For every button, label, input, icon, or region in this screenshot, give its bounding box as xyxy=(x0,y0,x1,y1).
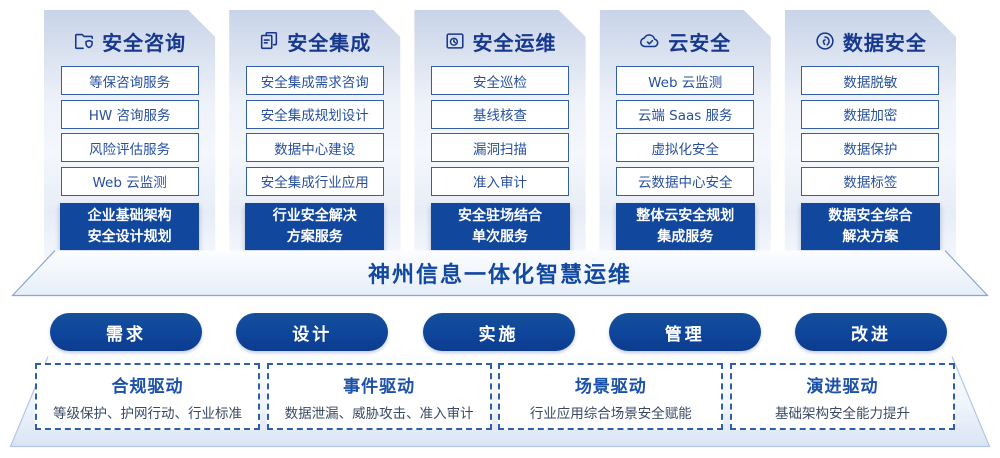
service-item: 安全巡检 xyxy=(431,66,569,95)
pill-implementation: 实施 xyxy=(422,313,575,351)
highlight-line: 数据安全综合 xyxy=(828,207,913,224)
card-data-security: 数据安全 数据脱敏 数据加密 数据保护 数据标签 数据安全综合 解决方案 xyxy=(785,10,956,257)
card-security-integration: 安全集成 安全集成需求咨询 安全集成规划设计 数据中心建设 安全集成行业应用 行… xyxy=(229,10,400,257)
highlight-line: 安全设计规划 xyxy=(87,228,172,245)
card-header: 数据安全 xyxy=(814,26,927,56)
driver-incident: 事件驱动 数据泄漏、威胁攻击、准入审计 xyxy=(266,363,492,430)
service-item: 虚拟化安全 xyxy=(616,133,754,162)
driver-desc: 等级保护、护网行动、行业标准 xyxy=(53,405,242,422)
card-header: 云安全 xyxy=(639,26,731,56)
driver-title: 事件驱动 xyxy=(343,376,416,397)
highlight-box: 安全驻场结合 单次服务 xyxy=(431,203,570,250)
highlight-line: 解决方案 xyxy=(842,228,899,245)
driver-title: 演进驱动 xyxy=(806,376,879,397)
cloud-check-icon xyxy=(639,30,661,52)
service-item: 安全集成行业应用 xyxy=(246,167,384,196)
card-title: 数据安全 xyxy=(842,30,927,55)
service-item: 数据保护 xyxy=(801,133,939,162)
documents-icon xyxy=(258,30,280,52)
highlight-box: 数据安全综合 解决方案 xyxy=(801,203,940,250)
service-item: 安全集成规划设计 xyxy=(246,100,384,129)
highlight-line: 单次服务 xyxy=(472,228,528,245)
service-item: 等保咨询服务 xyxy=(61,66,199,95)
service-item: 云端 Saas 服务 xyxy=(616,100,754,129)
folder-shield-icon xyxy=(73,30,95,52)
driver-scenario: 场景驱动 行业应用综合场景安全赋能 xyxy=(498,363,724,430)
service-item: 准入审计 xyxy=(431,167,569,196)
pill-management: 管理 xyxy=(608,313,761,351)
driver-evolution: 演进驱动 基础架构安全能力提升 xyxy=(729,363,955,430)
card-header: 安全运维 xyxy=(444,26,557,56)
card-security-consulting: 安全咨询 等保咨询服务 HW 咨询服务 风险评估服务 Web 云监测 企业基础架… xyxy=(44,10,215,257)
card-title: 安全运维 xyxy=(472,30,557,55)
service-item: 数据脱敏 xyxy=(801,66,939,95)
card-title: 安全集成 xyxy=(287,30,372,55)
service-item: 漏洞扫描 xyxy=(431,133,569,162)
service-item: HW 咨询服务 xyxy=(61,100,199,129)
highlight-line: 企业基础架构 xyxy=(87,207,172,224)
card-security-operations: 安全运维 安全巡检 基线核查 漏洞扫描 准入审计 安全驻场结合 单次服务 xyxy=(414,10,585,257)
driver-title: 合规驱动 xyxy=(111,376,184,397)
service-item: 风险评估服务 xyxy=(61,133,199,162)
service-columns: 安全咨询 等保咨询服务 HW 咨询服务 风险评估服务 Web 云监测 企业基础架… xyxy=(44,10,956,257)
drivers: 合规驱动 等级保护、护网行动、行业标准 事件驱动 数据泄漏、威胁攻击、准入审计 … xyxy=(35,363,955,430)
driver-title: 场景驱动 xyxy=(574,376,647,397)
card-title: 安全咨询 xyxy=(102,30,187,55)
driver-desc: 行业应用综合场景安全赋能 xyxy=(529,405,692,422)
monitor-clock-icon xyxy=(444,30,466,52)
pill-demand: 需求 xyxy=(50,313,202,351)
item-list: 等保咨询服务 HW 咨询服务 风险评估服务 Web 云监测 xyxy=(61,66,199,200)
highlight-line: 安全驻场结合 xyxy=(458,207,542,224)
pill-design: 设计 xyxy=(236,313,389,351)
process-pills: 需求 设计 实施 管理 改进 xyxy=(50,313,947,351)
highlight-line: 整体云安全规划 xyxy=(636,207,735,224)
service-item: Web 云监测 xyxy=(61,167,199,196)
service-item: 数据中心建设 xyxy=(246,133,384,162)
item-list: 安全巡检 基线核查 漏洞扫描 准入审计 xyxy=(431,66,569,200)
service-item: Web 云监测 xyxy=(616,66,754,95)
card-title: 云安全 xyxy=(668,30,732,55)
service-item: 云数据中心安全 xyxy=(616,167,754,196)
pill-improvement: 改进 xyxy=(795,313,947,351)
highlight-box: 整体云安全规划 集成服务 xyxy=(616,203,755,250)
card-header: 安全集成 xyxy=(258,26,371,56)
highlight-box: 企业基础架构 安全设计规划 xyxy=(60,203,199,250)
service-item: 数据加密 xyxy=(801,100,939,129)
item-list: 安全集成需求咨询 安全集成规划设计 数据中心建设 安全集成行业应用 xyxy=(246,66,384,200)
banner-title: 神州信息一体化智慧运维 xyxy=(367,263,632,288)
fingerprint-icon xyxy=(814,30,836,52)
highlight-line: 方案服务 xyxy=(286,228,343,245)
card-header: 安全咨询 xyxy=(73,26,186,56)
highlight-box: 行业安全解决 方案服务 xyxy=(245,203,384,250)
card-cloud-security: 云安全 Web 云监测 云端 Saas 服务 虚拟化安全 云数据中心安全 整体云… xyxy=(600,10,771,257)
driver-desc: 数据泄漏、威胁攻击、准入审计 xyxy=(284,405,474,422)
highlight-line: 行业安全解决 xyxy=(272,207,357,224)
banner-trapezoid xyxy=(11,250,989,297)
service-item: 数据标签 xyxy=(801,167,939,196)
service-item: 基线核查 xyxy=(431,100,569,129)
driver-desc: 基础架构安全能力提升 xyxy=(774,405,910,422)
item-list: 数据脱敏 数据加密 数据保护 数据标签 xyxy=(801,66,939,200)
service-item: 安全集成需求咨询 xyxy=(246,66,384,95)
highlight-line: 集成服务 xyxy=(657,228,714,245)
item-list: Web 云监测 云端 Saas 服务 虚拟化安全 云数据中心安全 xyxy=(616,66,754,200)
driver-compliance: 合规驱动 等级保护、护网行动、行业标准 xyxy=(35,363,260,430)
